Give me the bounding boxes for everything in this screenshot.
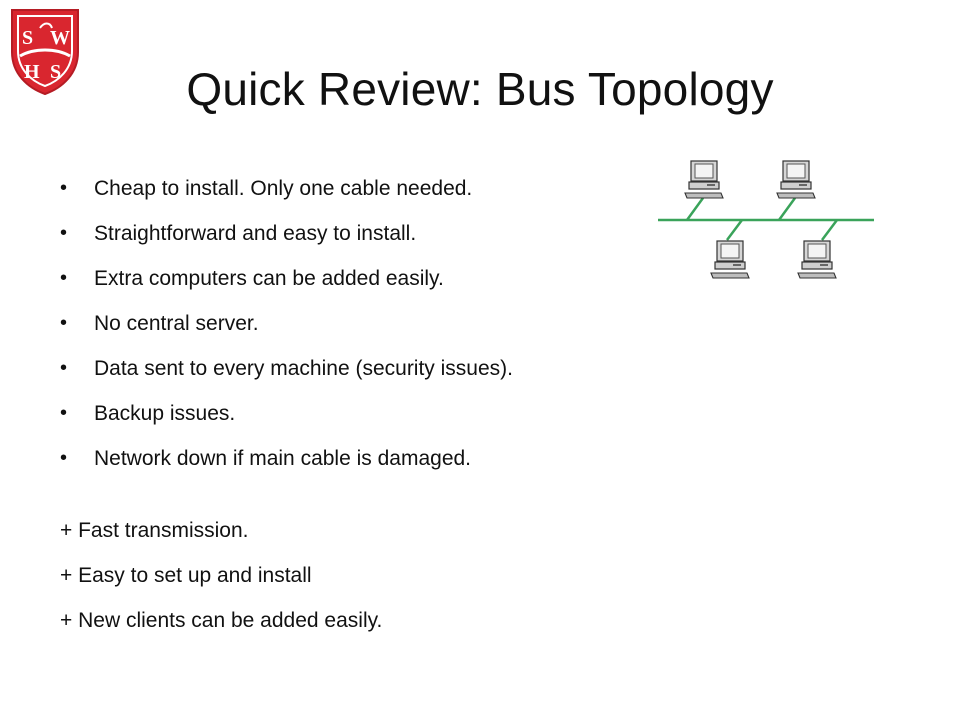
crest-letter-4: S [50, 61, 61, 83]
bullet-item: • Extra computers can be added easily. [60, 266, 513, 291]
bullet-text: Network down if main cable is damaged. [94, 447, 472, 470]
drop-cable [685, 197, 705, 221]
bullet-dot: • [60, 312, 68, 334]
desktop-computer-icon [797, 240, 837, 279]
bullet-item: • Straightforward and easy to install. [60, 221, 513, 246]
bullet-dot: • [60, 222, 68, 244]
bullet-dot: • [60, 357, 68, 379]
bullet-item: • Network down if main cable is damaged. [60, 446, 513, 471]
drop-cable [726, 219, 743, 241]
advantage-item: + Easy to set up and install [60, 564, 312, 587]
bullet-text: No central server. [94, 312, 259, 335]
crest-letter-3: H [24, 61, 40, 83]
advantages-list: + Fast transmission. + Easy to set up an… [60, 518, 382, 653]
slide-title: Quick Review: Bus Topology [186, 63, 774, 115]
bullet-text: Extra computers can be added easily. [94, 267, 444, 290]
bullet-item: • Backup issues. [60, 401, 513, 426]
bullet-dot: • [60, 177, 68, 199]
bullet-text: Data sent to every machine (security iss… [94, 357, 513, 380]
bullet-list: • Cheap to install. Only one cable needed… [60, 176, 513, 491]
crest-letter-2: W [50, 27, 70, 49]
bullet-dot: • [60, 402, 68, 424]
bullet-text: Backup issues. [94, 402, 236, 425]
bullet-dot: • [60, 267, 68, 289]
bullet-item: • No central server. [60, 311, 513, 336]
bus-topology-diagram [658, 160, 874, 279]
bullet-text: Cheap to install. Only one cable needed. [94, 177, 473, 200]
drop-cable [777, 197, 797, 221]
bullet-item: • Data sent to every machine (security is… [60, 356, 513, 381]
desktop-computer-icon [776, 160, 816, 199]
school-crest-logo: S W H S [11, 9, 79, 96]
advantage-item: + Fast transmission. [60, 519, 249, 542]
crest-letter-1: S [22, 27, 33, 49]
advantage-item: + New clients can be added easily. [60, 609, 383, 632]
desktop-computer-icon [710, 240, 750, 279]
desktop-computer-icon [684, 160, 724, 199]
bullet-text: Straightforward and easy to install. [94, 222, 417, 245]
bullet-dot: • [60, 447, 68, 469]
bullet-item: • Cheap to install. Only one cable needed… [60, 176, 513, 201]
drop-cable [821, 219, 838, 241]
